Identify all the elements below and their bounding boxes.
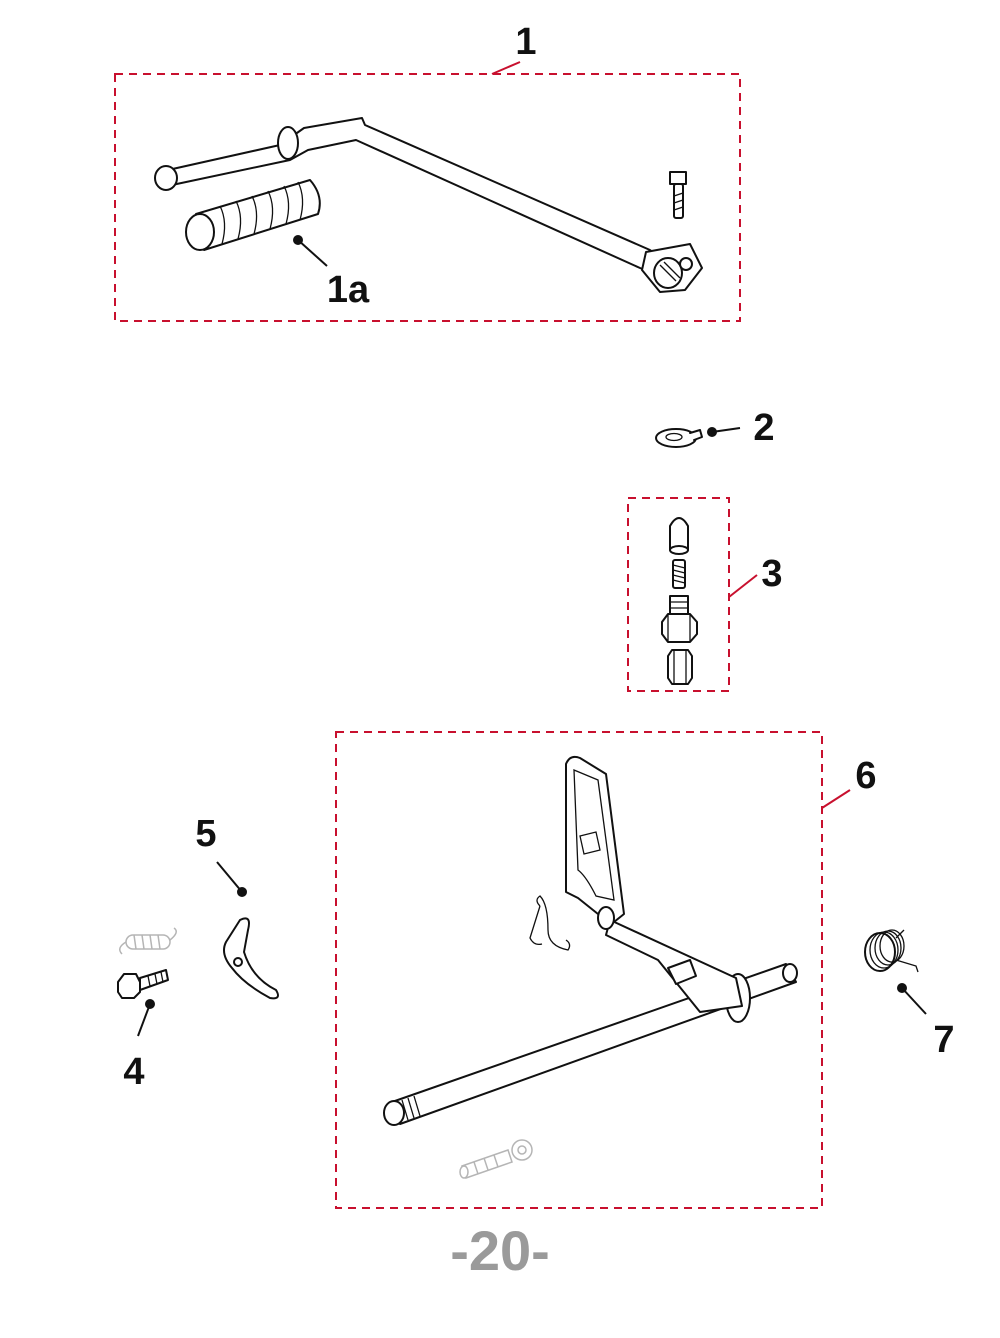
callout-5: 5 — [195, 813, 216, 855]
leader-line-6 — [821, 789, 851, 809]
callout-7: 7 — [933, 1019, 954, 1061]
clamp-bolt-part — [669, 171, 687, 219]
hairpin-spring-part — [529, 895, 571, 951]
leader-line-4 — [137, 1003, 151, 1037]
tab-washer-part — [655, 428, 703, 448]
ghost-return-spring — [119, 927, 177, 955]
spring-part — [672, 559, 686, 589]
pawl-plate-part — [223, 917, 279, 1000]
callout-1: 1 — [515, 21, 536, 63]
stud-bolt-part — [117, 969, 169, 999]
leader-line-2 — [711, 427, 741, 433]
ghost-eccentric-bolt — [459, 1139, 533, 1179]
callout-2: 2 — [753, 407, 774, 449]
selector-quadrant-part — [565, 755, 625, 930]
leader-line-1a — [297, 239, 328, 267]
group-box-6 — [335, 731, 823, 1209]
callout-1a: 1a — [327, 269, 370, 311]
gear-lever-part — [154, 117, 703, 293]
leader-line-3 — [728, 574, 758, 598]
leader-line-5 — [216, 861, 243, 893]
group-box-1 — [114, 73, 741, 322]
callout-4: 4 — [123, 1051, 144, 1093]
coil-spring-part — [864, 929, 919, 973]
page-number: -20- — [450, 1219, 550, 1282]
selector-shaft-part — [383, 919, 798, 1126]
group-box-3 — [627, 497, 730, 692]
plunger-part — [669, 517, 689, 555]
rubber-grip-part — [185, 179, 321, 251]
callout-6: 6 — [855, 755, 876, 797]
plunger-housing-part — [661, 595, 698, 643]
leader-line-7 — [901, 987, 927, 1015]
leader-line-1 — [491, 61, 521, 75]
cap-nut-part — [667, 649, 693, 685]
callout-3: 3 — [761, 553, 782, 595]
